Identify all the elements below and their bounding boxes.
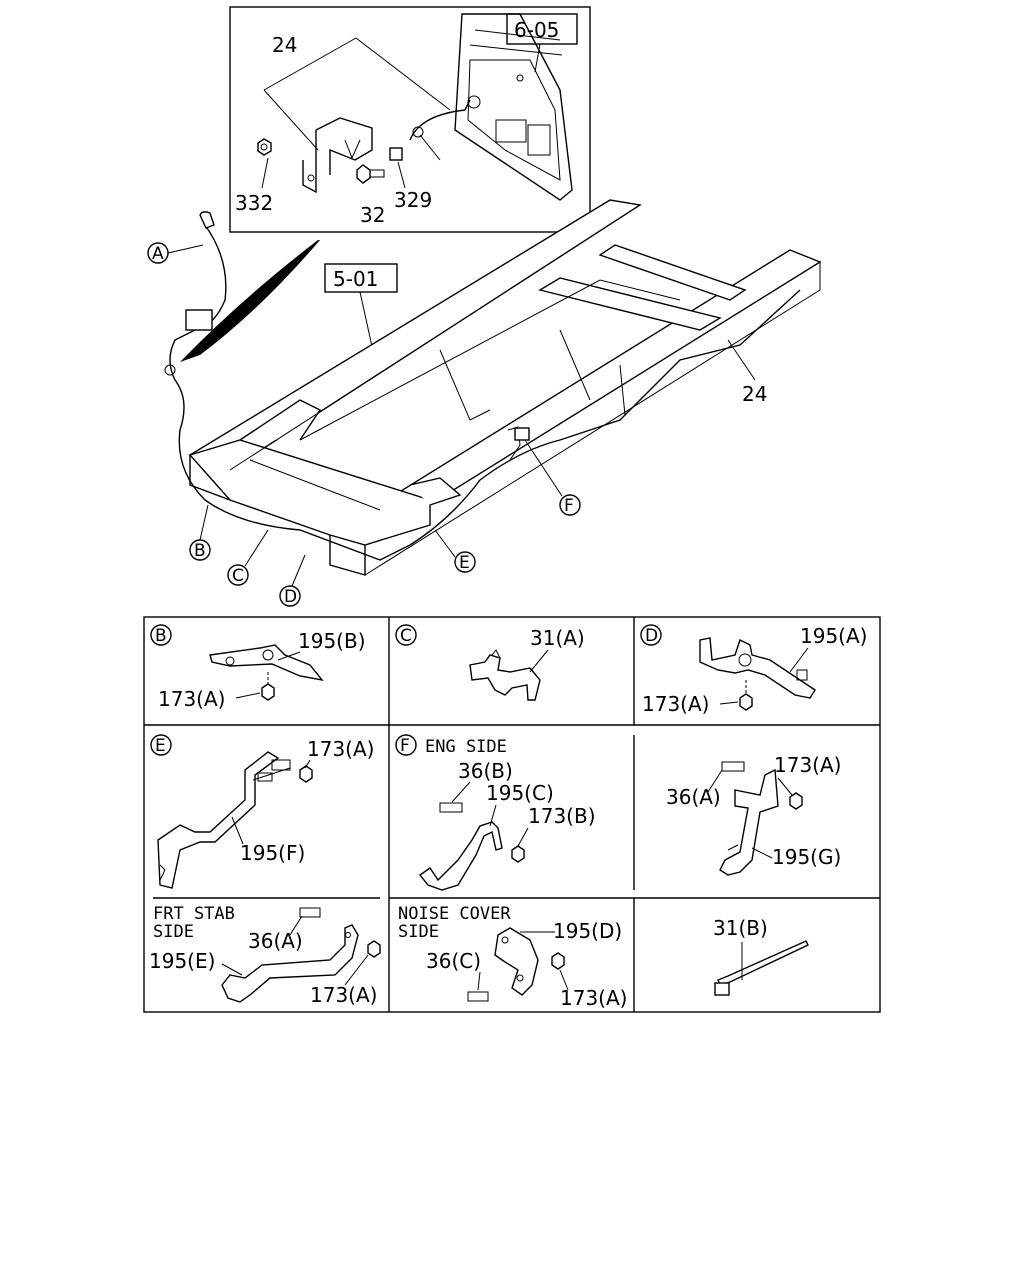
detail-B: B 195(B) 173(A): [150, 624, 366, 711]
callout-E: E: [434, 529, 476, 573]
inset-part-329-label: 329: [394, 188, 432, 212]
inset-frame: [229, 6, 591, 233]
detail-E2-part-195E: 195(E): [149, 949, 215, 973]
crossmember-3: [598, 244, 747, 301]
detail-grid-frame: [143, 616, 881, 1013]
cable-part-24-label: 24: [742, 382, 767, 406]
nut-332-icon: [257, 138, 272, 156]
detail-F: F ENG SIDE 36(B) 195(C) 173(B): [395, 734, 596, 891]
detail-F2-part-36A: 36(A): [666, 785, 721, 809]
detail-C-part-31A: 31(A): [530, 626, 585, 650]
svg-text:F: F: [564, 496, 574, 516]
svg-text:D: D: [284, 587, 297, 607]
ref-6-05-label: 6-05: [514, 18, 559, 42]
detail-grid: [143, 616, 881, 1013]
callout-C: C: [227, 529, 269, 586]
detail-N-part-173A: 173(A): [560, 986, 627, 1010]
svg-text:E: E: [155, 736, 166, 756]
inset-part-24-label: 24: [272, 33, 297, 57]
detail-E: E 173(A) 195(F): [150, 734, 374, 889]
detail-B-part-173A: 173(A): [158, 687, 225, 711]
detail-E2: FRT STAB SIDE 36(A) 195(E) 173(A): [149, 904, 381, 1007]
ref-5-01-label: 5-01: [333, 267, 378, 291]
detail-E-part-173A: 173(A): [307, 737, 374, 761]
callout-F: F: [524, 439, 581, 516]
detail-F2: 173(A) 36(A) 195(G): [666, 753, 841, 876]
detail-T-part-31B: 31(B): [713, 916, 768, 940]
chassis-frame: 5-01: [188, 199, 822, 576]
detail-F2-part-173A: 173(A): [774, 753, 841, 777]
detail-E2-part-36A: 36(A): [248, 929, 303, 953]
inset-cable: [409, 99, 471, 141]
ref-box-5-01: [324, 263, 398, 293]
detail-E2-part-173A: 173(A): [310, 983, 377, 1007]
inset-bracket: [302, 117, 373, 194]
detail-N-part-36C: 36(C): [426, 949, 481, 973]
detail-F-part-195C: 195(C): [486, 781, 554, 805]
svg-text:D: D: [645, 626, 658, 646]
callout-B: B: [189, 504, 211, 561]
detail-N-title-1: NOISE COVER: [398, 904, 511, 924]
leader-24c: [263, 89, 319, 151]
detail-N-part-195D: 195(D): [553, 919, 622, 943]
detail-F2-part-195G: 195(G): [772, 845, 841, 869]
svg-text:C: C: [232, 566, 244, 586]
detail-F-part-36B: 36(B): [458, 759, 513, 783]
detail-noise-cover: NOISE COVER SIDE 195(D) 36(C) 173(A): [398, 904, 627, 1010]
svg-text:C: C: [400, 626, 412, 646]
ref-box-6-05: [506, 13, 578, 45]
detail-D: D 195(A) 173(A): [640, 624, 867, 716]
detail-D-part-195A: 195(A): [800, 624, 867, 648]
leader-24a: [263, 37, 357, 91]
detail-B-part-195B: 195(B): [298, 629, 366, 653]
crossmember-2: [538, 277, 722, 331]
detail-N-title-2: SIDE: [398, 922, 439, 942]
cab-panel: [454, 13, 573, 201]
inset-part-32-label: 32: [360, 203, 385, 227]
view-pointer-arc: [180, 240, 320, 362]
detail-E2-title-2: SIDE: [153, 922, 194, 942]
bolt-32-icon: [356, 164, 385, 184]
inset-part-332-label: 332: [235, 191, 273, 215]
callout-D: D: [279, 554, 306, 607]
detail-E-part-195F: 195(F): [240, 841, 305, 865]
ref-6-05-leader: [534, 43, 541, 73]
svg-text:B: B: [155, 626, 167, 646]
inset-view: 6-05 24: [229, 6, 591, 233]
detail-D-part-173A: 173(A): [642, 692, 709, 716]
front-crossmember: [188, 439, 431, 546]
detail-E2-title-1: FRT STAB: [153, 904, 235, 924]
detail-C: C 31(A): [395, 624, 585, 701]
svg-text:A: A: [152, 244, 164, 264]
leader-24b: [355, 37, 451, 111]
clip-329-icon: [389, 147, 403, 161]
svg-text:E: E: [459, 553, 470, 573]
detail-F-part-173B: 173(B): [528, 804, 596, 828]
callout-A: A: [147, 242, 204, 264]
sensor-cable-24: [164, 211, 801, 561]
svg-text:F: F: [400, 736, 410, 756]
svg-text:B: B: [194, 541, 206, 561]
detail-F-title: ENG SIDE: [425, 737, 507, 757]
detail-cable-tie: 31(B): [713, 916, 809, 996]
